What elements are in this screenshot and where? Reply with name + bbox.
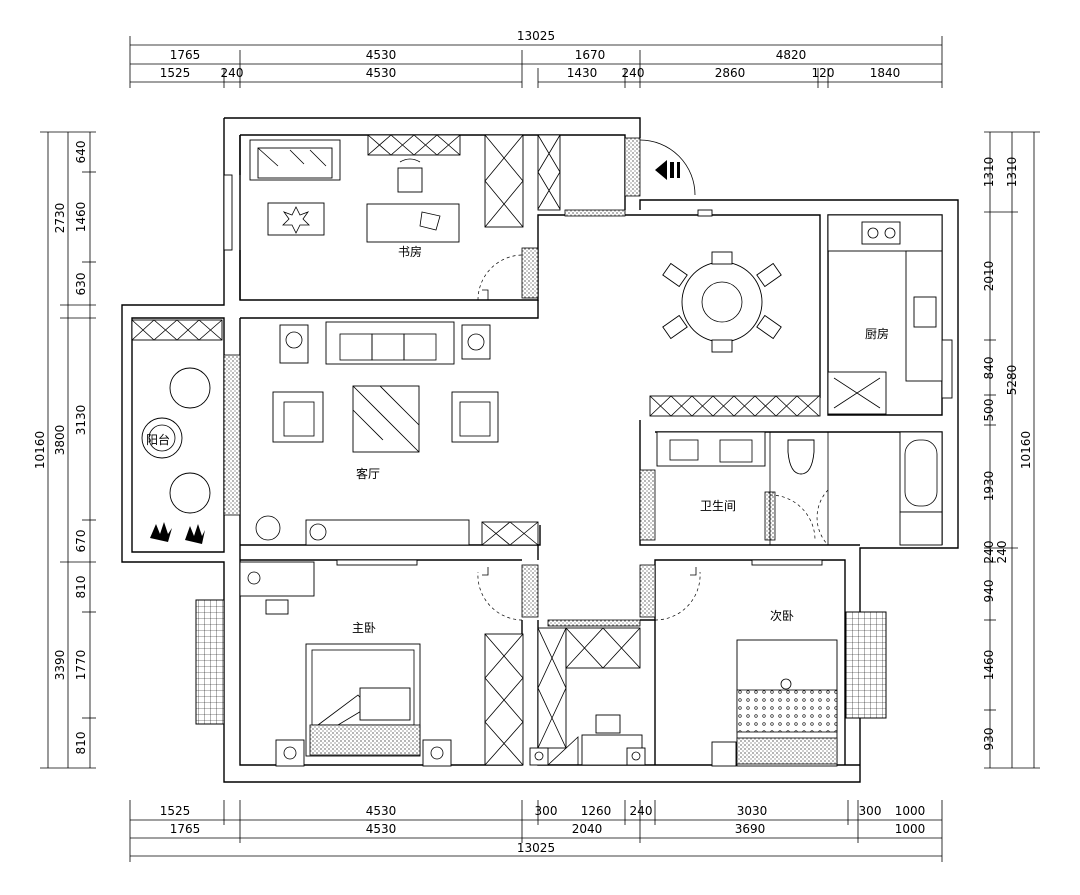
dim-left-in-2: 630 <box>74 273 88 296</box>
dim-top-total: 13025 <box>517 29 555 43</box>
dim-left-in-6: 1770 <box>74 650 88 681</box>
dim-right-mid-1: 5280 <box>1005 365 1019 396</box>
room-label-bathroom: 卫生间 <box>700 499 736 513</box>
dim-bot-r2-4: 1000 <box>895 822 926 836</box>
right-dimensions: 1310 2010 840 500 1930 240 240 940 1460 … <box>982 131 1040 769</box>
dim-right-in-9: 930 <box>982 728 996 751</box>
dim-top-r2-1: 240 <box>221 66 244 80</box>
dim-bot-r1-6: 300 <box>859 804 882 818</box>
dim-bot-r1-2: 300 <box>535 804 558 818</box>
dim-right-in-6: 240 <box>995 541 1009 564</box>
dim-left-in-1: 1460 <box>74 202 88 233</box>
dim-bot-r1-1: 4530 <box>366 804 397 818</box>
living-furniture: 客厅 <box>255 321 539 546</box>
top-dimensions: 13025 1765 4530 1670 4820 1525 240 4530 … <box>129 29 943 88</box>
dim-right-in-2: 840 <box>982 357 996 380</box>
room-label-second: 次卧 <box>770 609 794 623</box>
dim-bot-r2-0: 1765 <box>170 822 201 836</box>
dim-left-mid-1: 3800 <box>53 425 67 456</box>
dim-left-in-0: 640 <box>74 141 88 164</box>
dim-bot-r1-7: 1000 <box>895 804 926 818</box>
dim-left-in-5: 810 <box>74 576 88 599</box>
kitchen-furniture: 厨房 <box>827 214 943 415</box>
room-label-master: 主卧 <box>352 621 376 635</box>
dim-right-mid-0: 1310 <box>1005 157 1019 188</box>
dim-top-r1-1: 4530 <box>366 48 397 62</box>
bathroom-furniture: 卫生间 <box>656 431 943 546</box>
balcony-furniture: 阳台 <box>131 319 223 544</box>
room-label-living: 客厅 <box>356 466 380 481</box>
dim-right-in-3: 500 <box>982 399 996 422</box>
master-bedroom-furniture: 主卧 <box>195 561 524 767</box>
dim-left-mid-0: 2730 <box>53 203 67 234</box>
dim-top-r1-2: 1670 <box>575 48 606 62</box>
dim-left-in-3: 3130 <box>74 405 88 436</box>
room-label-kitchen: 厨房 <box>865 326 889 341</box>
dim-top-r1-3: 4820 <box>776 48 807 62</box>
dim-bot-r1-3: 1260 <box>581 804 612 818</box>
dim-right-in-7: 940 <box>982 580 996 603</box>
dim-left-in-4: 670 <box>74 530 88 553</box>
dim-top-r1-0: 1765 <box>170 48 201 62</box>
dim-top-r2-6: 120 <box>812 66 835 80</box>
left-dimensions: 10160 2730 3800 3390 640 1460 630 3130 6… <box>33 131 96 769</box>
dim-bot-r2-3: 3690 <box>735 822 766 836</box>
dim-right-in-1: 2010 <box>982 261 996 292</box>
bottom-dimensions: 1525 4530 300 1260 240 3030 300 1000 176… <box>129 800 943 862</box>
second-bedroom-furniture: 次卧 <box>654 567 887 767</box>
dim-top-r2-4: 240 <box>622 66 645 80</box>
dim-right-in-8: 1460 <box>982 650 996 681</box>
dim-bot-r1-5: 3030 <box>737 804 768 818</box>
dim-left-mid-2: 3390 <box>53 650 67 681</box>
dim-top-r2-7: 1840 <box>870 66 901 80</box>
dim-bot-r2-2: 2040 <box>572 822 603 836</box>
dim-bot-total: 13025 <box>517 841 555 855</box>
dim-top-r2-3: 1430 <box>567 66 598 80</box>
dim-right-in-0: 1310 <box>982 157 996 188</box>
dim-left-in-7: 810 <box>74 732 88 755</box>
dim-top-r2-0: 1525 <box>160 66 191 80</box>
study-furniture: 书房 <box>249 134 696 301</box>
room-label-study: 书房 <box>398 244 422 259</box>
dim-right-in-5: 240 <box>982 541 996 564</box>
dim-top-r2-2: 4530 <box>366 66 397 80</box>
dim-bot-r1-4: 240 <box>630 804 653 818</box>
dim-right-total: 10160 <box>1019 431 1033 469</box>
room-label-balcony: 阳台 <box>146 432 170 447</box>
dim-bot-r1-0: 1525 <box>160 804 191 818</box>
corridor-storage <box>529 627 646 766</box>
dim-bot-r2-1: 4530 <box>366 822 397 836</box>
dim-left-total: 10160 <box>33 431 47 469</box>
dim-right-in-4: 1930 <box>982 471 996 502</box>
dim-top-r2-5: 2860 <box>715 66 746 80</box>
dining-furniture <box>649 209 821 417</box>
